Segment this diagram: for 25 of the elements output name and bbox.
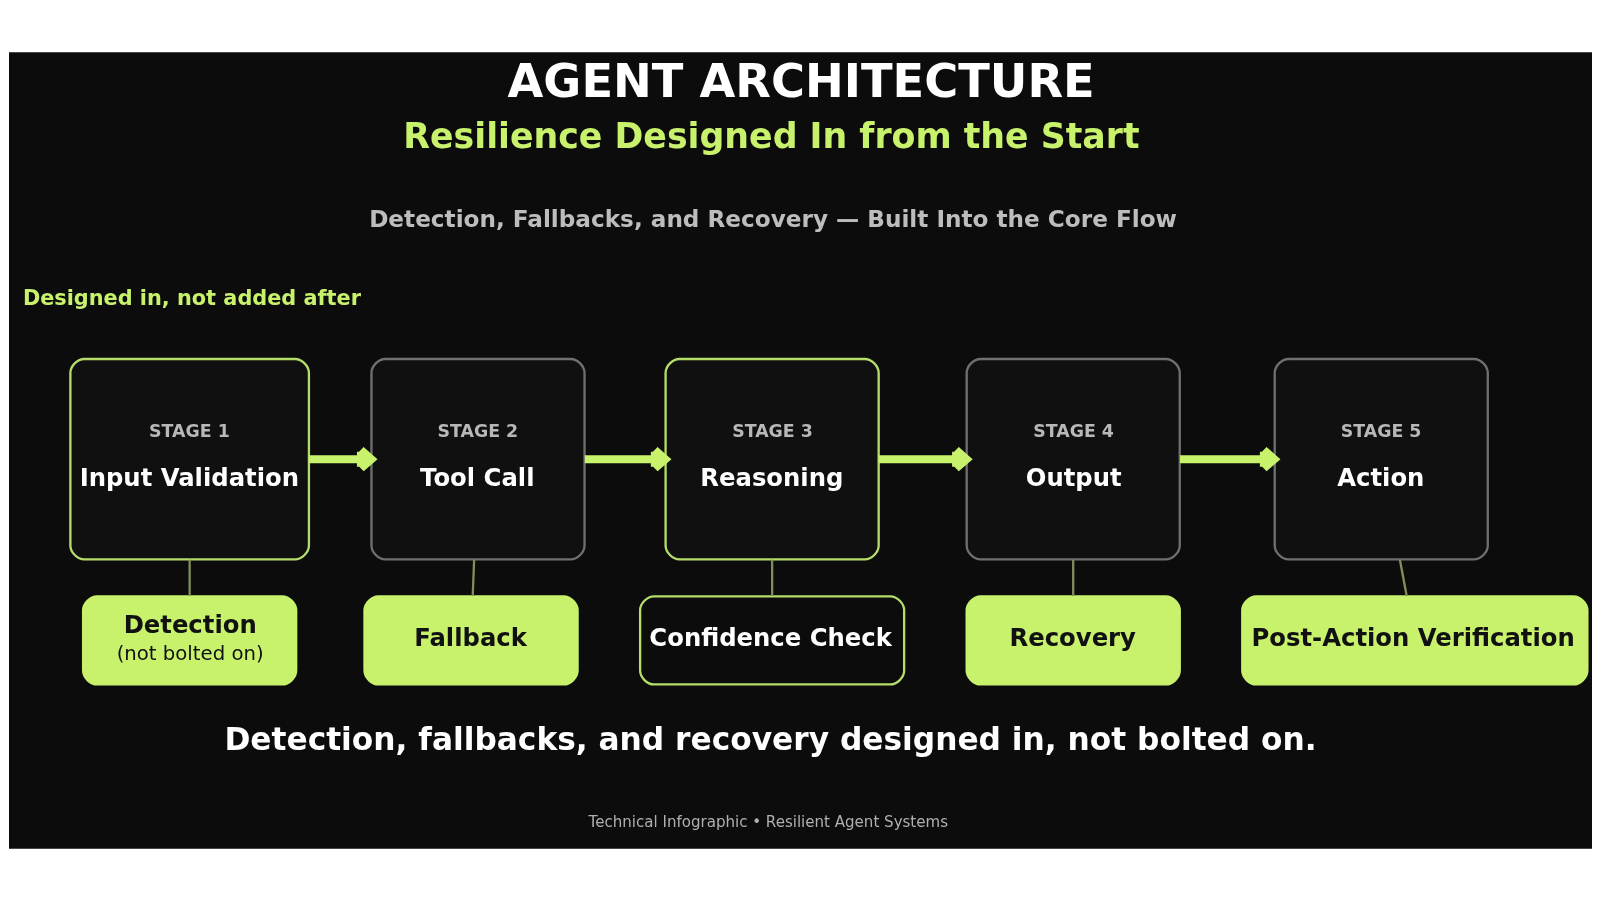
label: Technical Infographic • Resilient Agent Systems: [588, 812, 948, 831]
node-box: Fallback: [362, 594, 579, 686]
connector: [1398, 559, 1408, 596]
node-box: Recovery: [965, 594, 1181, 686]
node-box: Post-Action Verification: [1240, 594, 1589, 686]
node-box: STAGE 1 Input Validation: [68, 357, 310, 560]
connector: [1071, 559, 1074, 596]
diagram-title: AGENT ARCHITECTURE: [507, 53, 1095, 108]
node-box: STAGE 2 Tool Call: [369, 357, 586, 560]
connector: [188, 559, 191, 596]
connector: [770, 559, 773, 596]
connector: [471, 559, 475, 596]
arrow: [584, 445, 669, 472]
caption: Detection, fallbacks, and recovery designed in, not bolted on.: [223, 720, 1317, 757]
node-box: Confidence Check: [638, 594, 905, 686]
node-box: STAGE 4 Output: [965, 357, 1181, 560]
label: Resilience Designed In from the Start: [402, 115, 1140, 156]
node-box: STAGE 3 Reasoning: [663, 357, 880, 560]
label: Designed in, not added after: [22, 285, 361, 310]
arrow: [308, 445, 375, 472]
label: Detection, Fallbacks, and Recovery — Built Into the Core Flow: [368, 205, 1177, 232]
arrow: [1179, 445, 1278, 472]
node-box: Detection (not bolted on): [81, 594, 297, 686]
node-box: STAGE 5 Action: [1273, 357, 1489, 560]
arrow: [878, 445, 971, 472]
